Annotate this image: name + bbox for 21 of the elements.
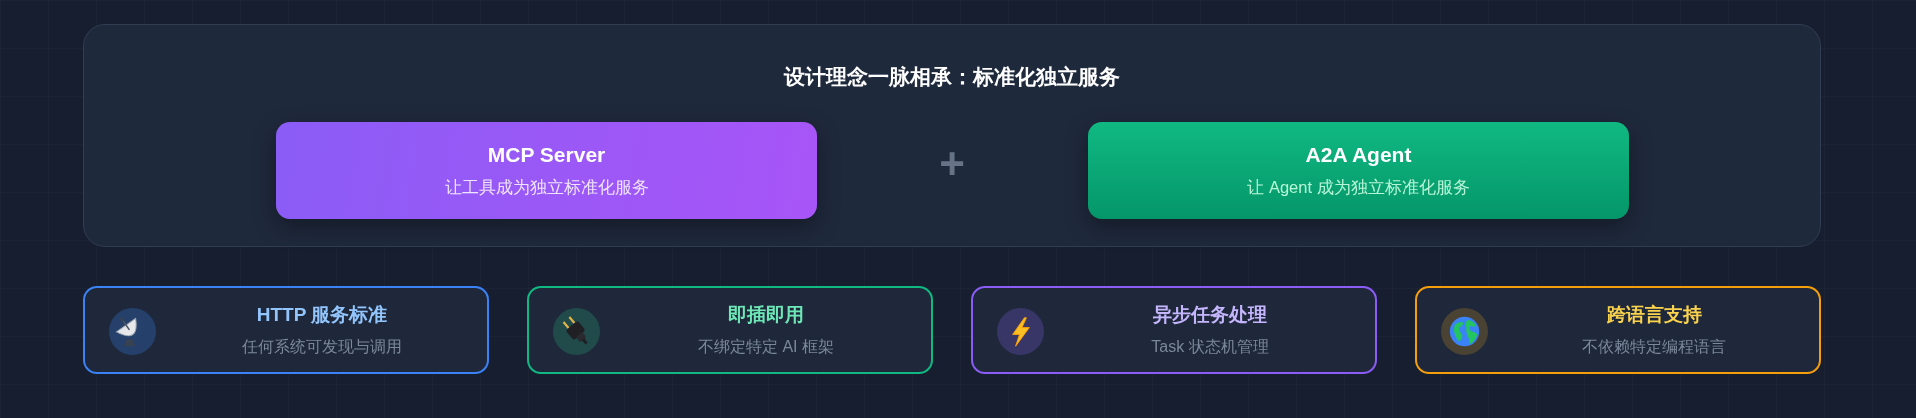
card-subtitle: 任何系统可发现与调用 xyxy=(242,337,402,357)
card-subtitle: 让 Agent 成为独立标准化服务 xyxy=(1247,176,1470,198)
feature-card xyxy=(527,286,933,374)
panel-title: 设计理念一脉相承：标准化独立服务 xyxy=(784,65,1120,88)
card-subtitle: 让工具成为独立标准化服务 xyxy=(444,176,649,198)
card-title: MCP Server xyxy=(487,142,606,167)
card-title: 异步任务处理 xyxy=(1153,303,1267,327)
card-title: 跨语言支持 xyxy=(1606,303,1702,327)
card-title: HTTP 服务标准 xyxy=(256,303,388,327)
card-subtitle: 不依赖特定编程语言 xyxy=(1582,337,1726,357)
card-subtitle: 不绑定特定 AI 框架 xyxy=(698,337,834,357)
feature-card xyxy=(1415,286,1821,374)
container-panel xyxy=(83,24,1821,247)
card-title: 即插即用 xyxy=(728,303,804,327)
feature-card xyxy=(83,286,489,374)
component-card xyxy=(1088,122,1629,219)
component-card xyxy=(276,122,817,219)
plus-sign: + xyxy=(939,142,965,186)
card-subtitle: Task 状态机管理 xyxy=(1151,337,1269,357)
feature-card xyxy=(971,286,1377,374)
card-title: A2A Agent xyxy=(1305,142,1412,167)
